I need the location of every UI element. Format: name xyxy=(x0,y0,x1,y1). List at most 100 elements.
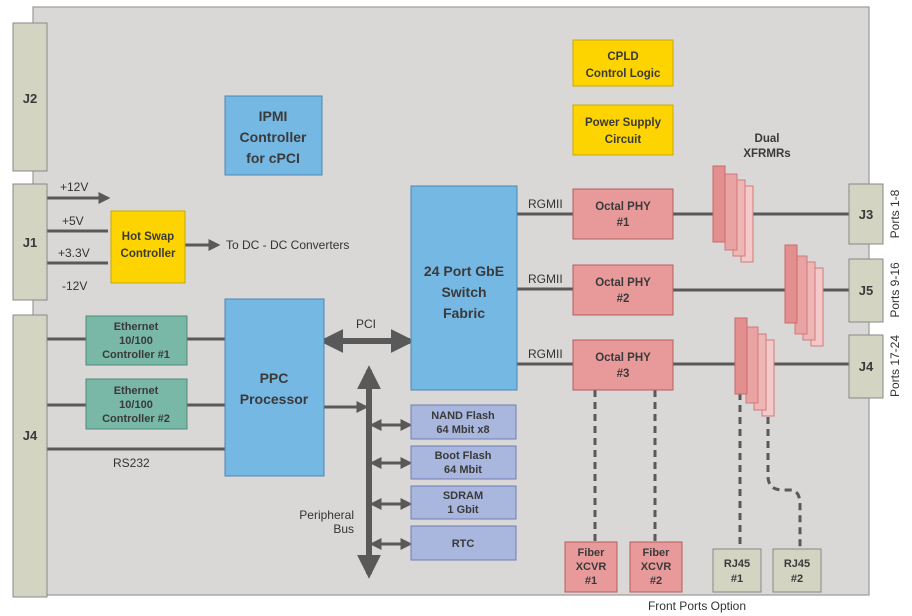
octal-phy-2-block: Octal PHY#2 xyxy=(572,264,674,316)
nand-line-1: NAND Flash xyxy=(431,410,495,422)
fiber2-line-1: Fiber xyxy=(643,547,671,559)
cpld-block: CPLD Control Logic xyxy=(572,39,674,87)
phy3-line-1: Octal PHY xyxy=(595,352,651,364)
octal-phy-1-block: Octal PHY#1 xyxy=(572,188,674,240)
svg-text:RJ45#2: RJ45 #2 xyxy=(784,558,810,585)
connector-j4-left xyxy=(12,314,48,598)
ports-1-8-label: Ports 1-8 xyxy=(888,189,902,238)
connector-j4-left-label: J4 xyxy=(23,428,38,443)
label-rgmii-3: RGMII xyxy=(528,347,563,361)
fiber1-line-2: XCVR xyxy=(576,561,607,573)
rtc-line-1: RTC xyxy=(452,538,475,550)
connector-j4-right-label: J4 xyxy=(859,359,874,374)
sdram-block: SDRAM 1 Gbit xyxy=(410,485,517,520)
cpld-line-2: Control Logic xyxy=(586,68,661,80)
connector-j2 xyxy=(12,22,48,172)
boot-line-1: Boot Flash xyxy=(435,450,492,462)
nand-line-2: 64 Mbit x8 xyxy=(436,424,489,436)
svg-text:Octal PHY#2: Octal PHY#2 xyxy=(595,277,651,305)
label-plus-12v: +12V xyxy=(60,180,88,194)
phy3-line-2: #3 xyxy=(617,368,630,380)
sdram-line-1: SDRAM xyxy=(443,490,483,502)
power-line-1: Power Supply xyxy=(585,117,662,129)
label-plus-3-3v: +3.3V xyxy=(58,246,90,260)
svg-text:Octal PHY#1: Octal PHY#1 xyxy=(595,201,651,229)
phy1-line-1: Octal PHY xyxy=(595,201,651,213)
power-line-2: Circuit xyxy=(605,134,642,146)
connector-j1 xyxy=(12,183,48,301)
hotswap-line-1: Hot Swap xyxy=(122,231,174,243)
fiber2-line-2: XCVR xyxy=(641,561,672,573)
cpld-line-1: CPLD xyxy=(607,51,638,63)
connector-j4-right xyxy=(848,334,884,399)
rj1-line-2: #1 xyxy=(731,573,743,585)
connector-j1-label: J1 xyxy=(23,235,37,250)
svg-text:RJ45#1: RJ45 #1 xyxy=(724,558,750,585)
label-pci: PCI xyxy=(356,317,376,331)
label-front-ports: Front Ports Option xyxy=(648,599,746,613)
connector-j5 xyxy=(848,258,884,323)
ports-9-16-label: Ports 9-16 xyxy=(888,262,902,318)
fiber1-line-1: Fiber xyxy=(578,547,606,559)
connector-j5-label: J5 xyxy=(859,283,873,298)
xfrm-line-1: Dual xyxy=(755,133,780,145)
eth2-line-2: 10/100 xyxy=(119,399,153,411)
svg-text:RTC: RTC xyxy=(452,538,475,550)
rj1-line-1: RJ45 xyxy=(724,558,750,570)
fiber1-line-3: #1 xyxy=(585,575,597,587)
octal-phy-3-block: Octal PHY #3 xyxy=(572,339,674,391)
label-rs232: RS232 xyxy=(113,456,150,470)
wires xyxy=(47,192,850,579)
label-rgmii-2: RGMII xyxy=(528,272,563,286)
eth2-line-1: Ethernet xyxy=(114,385,159,397)
eth2-line-3: Controller #2 xyxy=(102,413,170,425)
ipmi-controller-block: IPMI Controller for cPCI xyxy=(224,95,323,176)
svg-text:Octal PHY#3: Octal PHY #3 xyxy=(595,352,651,380)
periph-line-1: Peripheral xyxy=(299,508,354,522)
rj45-1-block: RJ45 #1 xyxy=(712,548,762,593)
rj45-2-block: RJ45 #2 xyxy=(772,548,822,593)
rj2-line-1: RJ45 xyxy=(784,558,810,570)
phy2-line-2: #2 xyxy=(617,293,630,305)
rj2-line-2: #2 xyxy=(791,573,803,585)
hotswap-line-2: Controller xyxy=(121,248,176,260)
ipmi-line-2: Controller xyxy=(240,129,307,145)
ipmi-line-1: IPMI xyxy=(259,108,288,124)
xfrm-group-1 xyxy=(712,165,754,263)
front-port-wires xyxy=(593,390,802,549)
ppc-line-2: Processor xyxy=(240,391,309,407)
nand-flash-block: NAND Flash 64 Mbit x8 xyxy=(410,404,517,440)
ports-17-24-label: Ports 17-24 xyxy=(888,335,902,397)
rtc-block: RTC xyxy=(410,525,517,561)
xfrm-group-3 xyxy=(734,317,775,417)
xfrm-group-2 xyxy=(784,244,824,347)
label-dc-dc: To DC - DC Converters xyxy=(226,238,349,252)
connector-j2-label: J2 xyxy=(23,91,37,106)
periph-line-2: Bus xyxy=(333,522,354,536)
sdram-line-2: 1 Gbit xyxy=(447,504,479,516)
eth1-line-2: 10/100 xyxy=(119,335,153,347)
switch-line-1: 24 Port GbE xyxy=(424,263,504,279)
switch-line-2: Switch xyxy=(441,284,486,300)
switch-line-3: Fabric xyxy=(443,305,485,321)
ipmi-line-3: for cPCI xyxy=(246,150,300,166)
eth1-line-1: Ethernet xyxy=(114,321,159,333)
